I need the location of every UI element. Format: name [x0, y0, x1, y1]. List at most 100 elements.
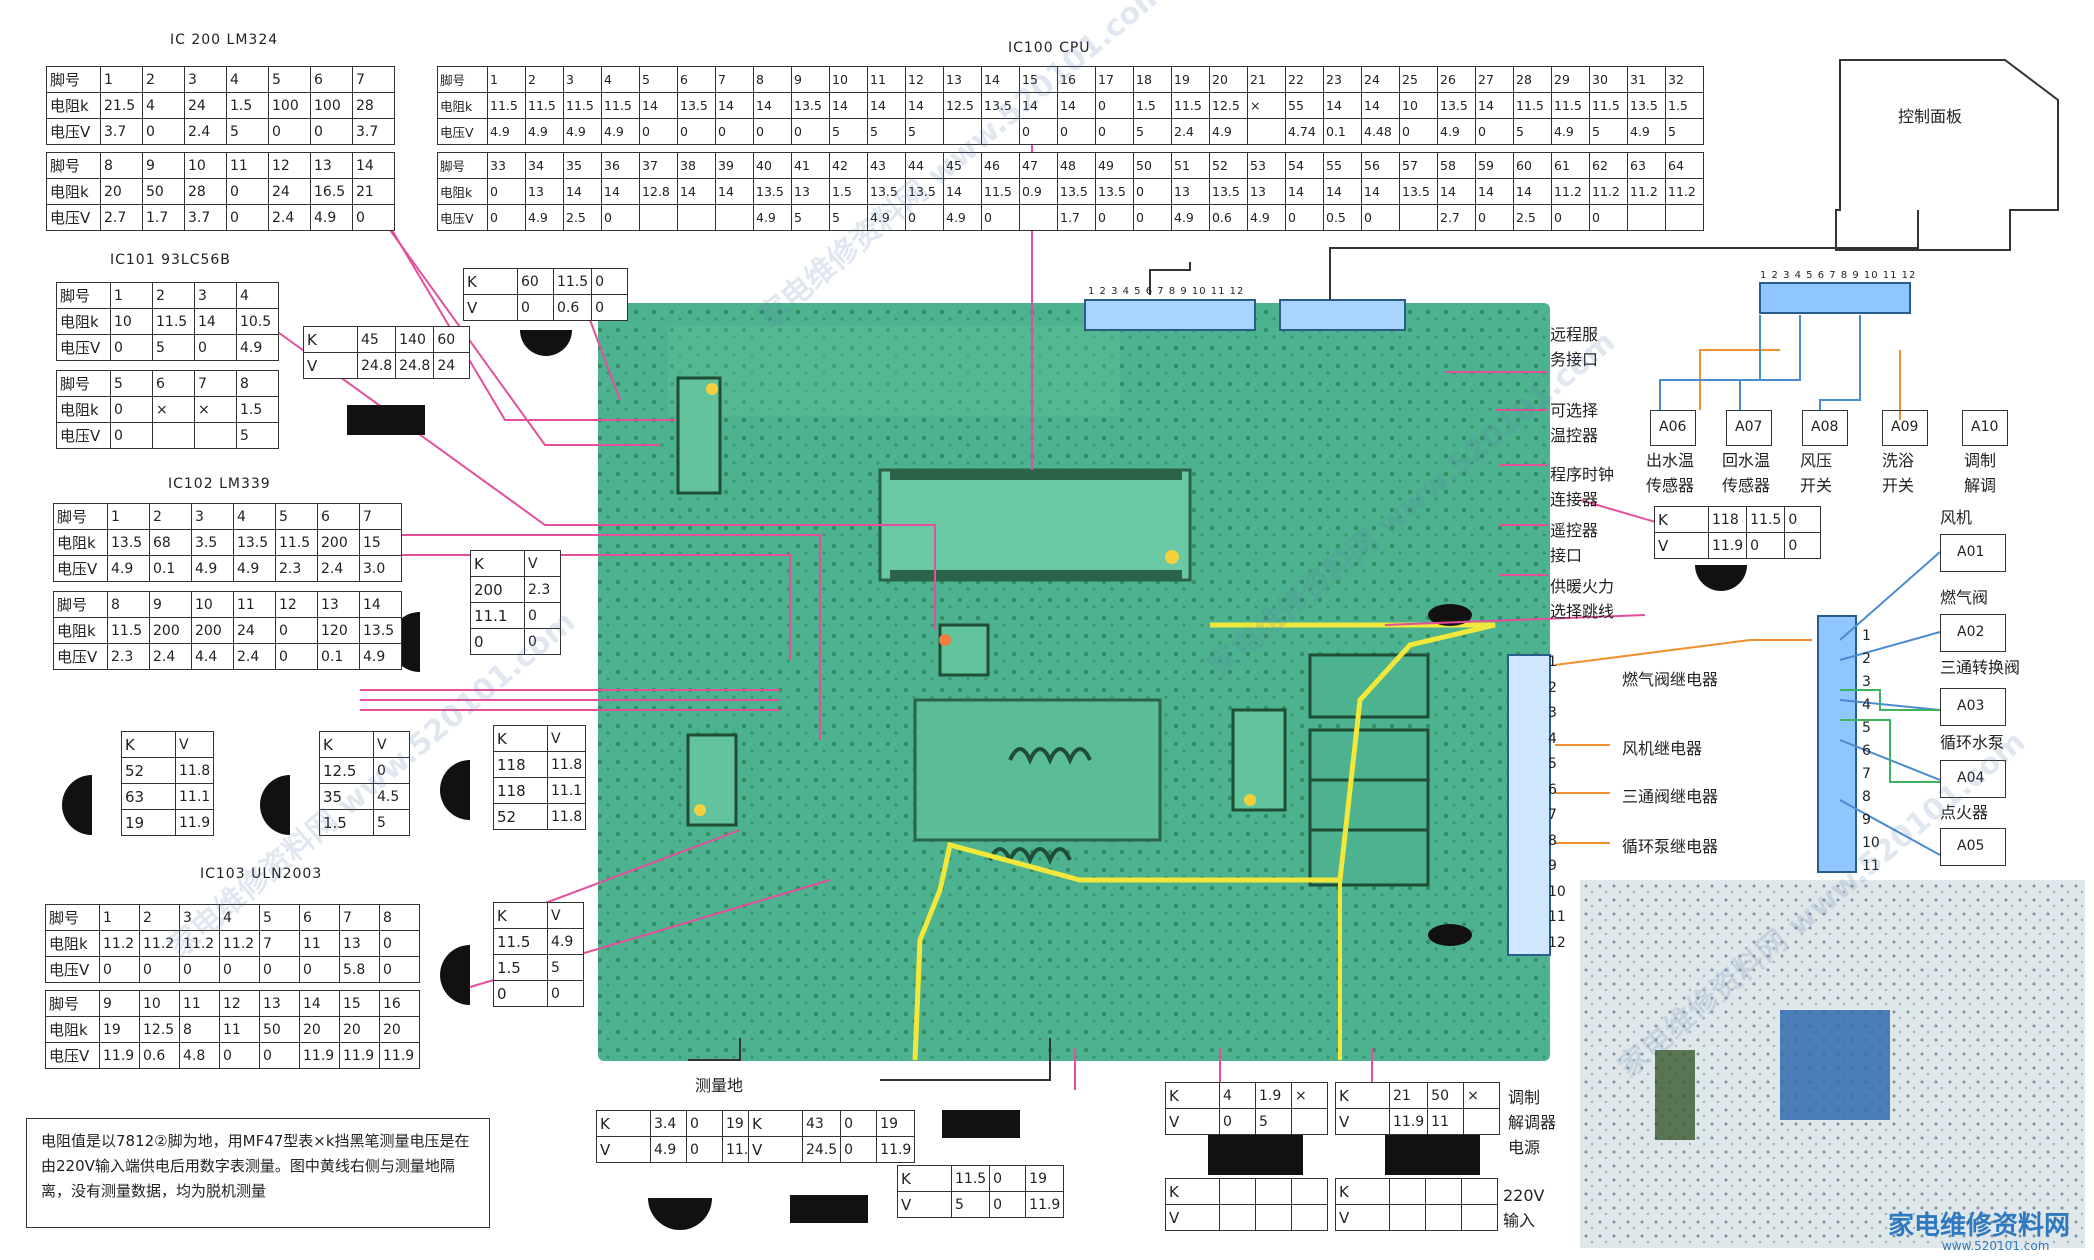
t-bot4-cell-1-1: 0	[1219, 1108, 1256, 1135]
terminal-number: 11	[1548, 909, 1566, 925]
ic102-table-b-cell-0-6: 13	[317, 591, 360, 618]
t-bot3-cell-0-1: 11.5	[950, 1165, 991, 1192]
ic100-table-b-cell-0-28: 60	[1513, 152, 1552, 179]
ic200-table-b-cell-0-7: 14	[352, 152, 395, 179]
side-number: 7	[1862, 766, 1871, 782]
ic102-table-b-cell-1-7: 13.5	[359, 617, 402, 644]
t-tr4-cell-3-0: 52	[493, 803, 548, 830]
ic200-table-a-cell-2-6: 0	[310, 118, 353, 145]
ic103-table-b-cell-2-4: 0	[219, 1042, 260, 1069]
side-number: 2	[1862, 651, 1871, 667]
ic200-table-b-cell-0-2: 9	[142, 152, 185, 179]
t-bot6-cell-0-2	[1255, 1178, 1292, 1205]
ic100-table-a-cell-0-10: 10	[829, 66, 868, 93]
ic103-table-b-cell-0-1: 9	[99, 990, 140, 1017]
ic103-table-a-cell-2-6: 0	[299, 956, 340, 983]
ic101-table-a-cell-0-1: 1	[110, 282, 153, 309]
ic200-table-b-cell-0-4: 11	[226, 152, 269, 179]
ic100-table-a-cell-2-22: 4.74	[1285, 118, 1324, 145]
ic103-table-a-cell-1-4: 11.2	[219, 930, 260, 957]
ic103-table-a-cell-0-3: 3	[179, 904, 220, 931]
t-top-reg-cell-0-2: 11.5	[552, 268, 593, 295]
ic100-table-a-cell-2-9: 0	[791, 118, 830, 145]
ic200-table-b-cell-2-3: 3.7	[184, 204, 227, 231]
ic103-table-b-cell-1-7: 20	[339, 1016, 380, 1043]
ic200-table-b-cell-1-3: 28	[184, 178, 227, 205]
ic100-table-a-cell-2-32: 5	[1665, 118, 1704, 145]
ic100-table-b-cell-1-3: 14	[563, 178, 602, 205]
ic100-table-a-cell-1-9: 13.5	[791, 92, 830, 119]
ic102-table-a-cell-1-4: 13.5	[233, 529, 276, 556]
ic102-table-b-cell-1-2: 200	[149, 617, 192, 644]
ic100-table-a-cell-1-10: 14	[829, 92, 868, 119]
ic100-table-b-cell-2-25	[1399, 204, 1438, 231]
ic100-table-b-cell-2-10: 5	[829, 204, 868, 231]
ic100-table-b-cell-2-22: 0	[1285, 204, 1324, 231]
t-bot3-cell-0-3: 19	[1025, 1165, 1065, 1192]
t-top-reg-cell-0-3: 0	[591, 268, 629, 295]
ic100-table-a-cell-2-20: 4.9	[1209, 118, 1248, 145]
ic103-table-b-cell-2-7: 11.9	[339, 1042, 380, 1069]
ic100-table-b-cell-1-15: 0.9	[1019, 178, 1058, 205]
ic101-table-b-cell-0-2: 6	[152, 370, 195, 397]
ic100-table-b-cell-2-29: 0	[1551, 204, 1590, 231]
ic100-table-a-cell-0-22: 22	[1285, 66, 1324, 93]
t-right-reg-cell-1-3: 0	[1784, 532, 1822, 559]
ic100-table-b-cell-0-10: 42	[829, 152, 868, 179]
ic103-table-b-cell-2-6: 11.9	[299, 1042, 340, 1069]
ic103-table-a-cell-1-6: 11	[299, 930, 340, 957]
ic100-table-b-cell-1-0: 电阻k	[437, 178, 488, 205]
t-bot4-cell-0-2: 1.9	[1255, 1082, 1292, 1109]
t-bot7-cell-0-1	[1389, 1178, 1426, 1205]
ic100-table-a-cell-2-28: 5	[1513, 118, 1552, 145]
ic100-table-a-cell-2-8: 0	[753, 118, 792, 145]
ic100-table-a-cell-2-26: 4.9	[1437, 118, 1476, 145]
ic200-table-b-cell-1-1: 20	[100, 178, 143, 205]
terminal-number: 10	[1548, 883, 1566, 900]
ic100-table-a-cell-1-31: 13.5	[1627, 92, 1666, 119]
a06-box: A06	[1650, 410, 1696, 446]
three-way-valve-label: 三通转换阀	[1940, 658, 2021, 677]
ic102-table-a-cell-2-5: 2.3	[275, 555, 318, 582]
ic100-table-a-cell-1-29: 11.5	[1551, 92, 1590, 119]
t-bot5-cell-1-2: 11	[1427, 1108, 1465, 1135]
t-bot1-cell-0-1: 3.4	[650, 1110, 687, 1137]
ic101-table-a-cell-1-4: 10.5	[236, 308, 279, 335]
ic103-table-b-cell-2-3: 4.8	[179, 1042, 220, 1069]
ic101-table-a-cell-1-1: 10	[110, 308, 153, 335]
ic100-table-a-cell-1-23: 14	[1323, 92, 1362, 119]
ic102-table-b-cell-0-1: 8	[107, 591, 150, 618]
ic103-table-b-cell-1-5: 50	[259, 1016, 300, 1043]
ic100-table-b-cell-2-9: 5	[791, 204, 830, 231]
ic102-table-b-cell-0-3: 10	[191, 591, 234, 618]
gas-valve-label: 燃气阀	[1940, 588, 1989, 607]
t-top-reg-cell-0-0: K	[463, 268, 518, 295]
ic100-table-a-cell-1-32: 1.5	[1665, 92, 1704, 119]
ic102-table-b-cell-2-1: 2.3	[107, 643, 150, 670]
ic101-table-a-cell-2-1: 0	[110, 334, 153, 361]
ic100-table-a-cell-2-0: 电压V	[437, 118, 488, 145]
ic103-table-b-cell-1-4: 11	[219, 1016, 260, 1043]
ic100-table-a-cell-1-22: 55	[1285, 92, 1324, 119]
ic100-table-b-cell-2-1: 0	[487, 204, 526, 231]
ic200-table-b-cell-2-2: 1.7	[142, 204, 185, 231]
t-tr1-cell-2-0: 11.1	[470, 602, 525, 629]
t-tr3-cell-0-0: K	[319, 731, 374, 758]
ic100-table-b-cell-0-24: 56	[1361, 152, 1400, 179]
t-tr3-cell-3-1: 5	[373, 809, 410, 836]
ic100-table-b-cell-0-32: 64	[1665, 152, 1704, 179]
ic100-table-b-cell-0-18: 50	[1133, 152, 1172, 179]
ic102-table-a-cell-2-4: 4.9	[233, 555, 276, 582]
ic102-table-a-cell-0-1: 1	[107, 503, 150, 530]
ic100-table-b-cell-0-0: 脚号	[437, 152, 488, 179]
t-tr2-cell-2-1: 11.1	[174, 783, 215, 810]
ic102-table-a-cell-2-7: 3.0	[359, 555, 402, 582]
terminal-number: 7	[1548, 807, 1557, 823]
t-bot4-cell-0-1: 4	[1219, 1082, 1256, 1109]
ic102-table-b-cell-2-0: 电压V	[53, 643, 108, 670]
ic101-table-b-cell-1-4: 1.5	[236, 396, 279, 423]
ic200-table-a-cell-2-4: 5	[226, 118, 269, 145]
ic101-table-a-cell-1-3: 14	[194, 308, 237, 335]
